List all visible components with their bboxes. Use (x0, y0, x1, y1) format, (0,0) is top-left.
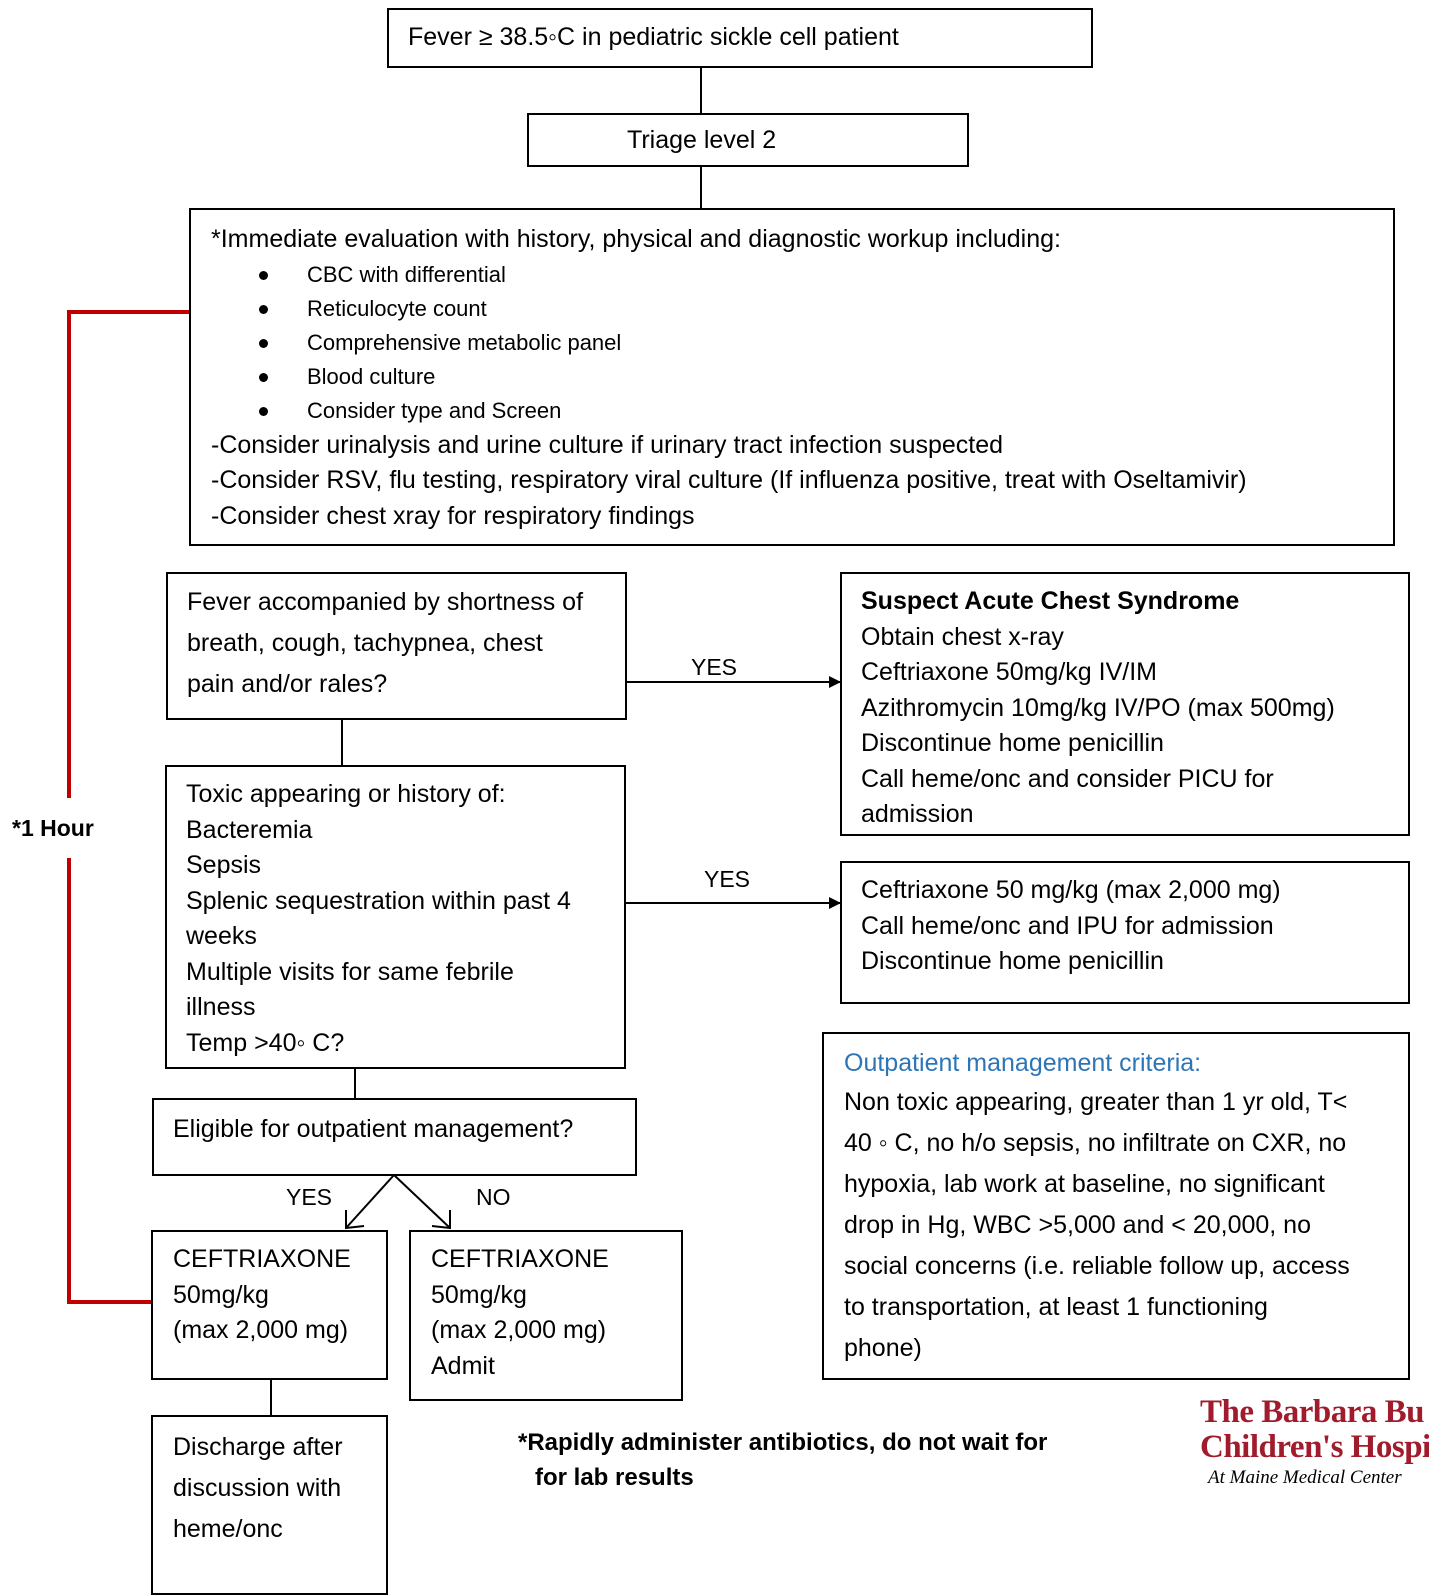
connector-toxic-eligible (354, 1068, 356, 1098)
hour-bracket-vertical-lower (67, 858, 71, 1304)
eligible-text: Eligible for outpatient management? (173, 1115, 574, 1143)
footnote: *Rapidly administer antibiotics, do not … (518, 1425, 1047, 1495)
resp-question-line: pain and/or rales? (187, 670, 388, 698)
connector-resp-toxic (341, 719, 343, 766)
workup-bullets: CBC with differential Reticulocyte count… (211, 258, 1383, 428)
criteria-line: phone) (844, 1333, 922, 1362)
workup-line: -Consider urinalysis and urine culture i… (211, 430, 1004, 459)
outpatient-rx-line: CEFTRIAXONE (173, 1245, 351, 1273)
eligible-box: Eligible for outpatient management? (152, 1098, 637, 1176)
criteria-line: hypoxia, lab work at baseline, no signif… (844, 1169, 1325, 1198)
toxic-line: illness (186, 993, 256, 1021)
acs-line: Obtain chest x-ray (861, 622, 1064, 651)
criteria-line: to transportation, at least 1 functionin… (844, 1292, 1268, 1321)
triage-box: Triage level 2 (527, 113, 969, 167)
resp-question-box: Fever accompanied by shortness of breath… (166, 572, 627, 720)
discharge-line: heme/onc (173, 1515, 283, 1543)
toxic-action-line: Discontinue home penicillin (861, 947, 1164, 975)
admit-rx-line: Admit (431, 1351, 495, 1380)
acs-line: Ceftriaxone 50mg/kg IV/IM (861, 658, 1157, 686)
logo-line: The Barbara Bu (1200, 1395, 1425, 1430)
yes-label-toxic: YES (704, 866, 751, 892)
start-box: Fever ≥ 38.5◦C in pediatric sickle cell … (387, 8, 1093, 68)
discharge-line: Discharge after (173, 1433, 343, 1461)
no-label-eligible: NO (476, 1184, 511, 1210)
resp-question-line: breath, cough, tachypnea, chest (187, 629, 543, 657)
hour-label: *1 Hour (12, 815, 94, 841)
acs-line: Call heme/onc and consider PICU for (861, 764, 1274, 793)
toxic-line: Bacteremia (186, 815, 313, 844)
toxic-question-box: Toxic appearing or history of: Bacteremi… (165, 765, 626, 1069)
acs-box: Suspect Acute Chest Syndrome Obtain ches… (840, 572, 1410, 836)
yes-label-resp: YES (691, 654, 738, 680)
workup-box: *Immediate evaluation with history, phys… (189, 208, 1395, 546)
hospital-logo: The Barbara Bu Children's Hospit At Main… (1200, 1395, 1429, 1495)
admit-rx-line: CEFTRIAXONE (431, 1245, 609, 1273)
list-item: CBC with differential (211, 258, 1383, 292)
criteria-box: Outpatient management criteria: Non toxi… (822, 1032, 1410, 1380)
hour-bracket-bottom (67, 1300, 153, 1304)
arrow-eligible-yes (345, 1174, 395, 1230)
workup-line: -Consider RSV, flu testing, respiratory … (211, 466, 1247, 494)
connector-start-triage (700, 67, 702, 113)
toxic-line: Sepsis (186, 851, 262, 879)
toxic-action-line: Call heme/onc and IPU for admission (861, 911, 1274, 940)
connector-triage-workup (700, 166, 702, 208)
toxic-action-box: Ceftriaxone 50 mg/kg (max 2,000 mg) Call… (840, 861, 1410, 1004)
admit-rx-box: CEFTRIAXONE 50mg/kg (max 2,000 mg) Admit (409, 1230, 683, 1401)
toxic-line: Multiple visits for same febrile (186, 957, 514, 986)
criteria-line: Non toxic appearing, greater than 1 yr o… (844, 1087, 1348, 1116)
logo-line: At Maine Medical Center (1208, 1467, 1402, 1488)
list-item: Consider type and Screen (211, 394, 1383, 428)
criteria-line: 40 ◦ C, no h/o sepsis, no infiltrate on … (844, 1128, 1347, 1157)
list-item: Reticulocyte count (211, 292, 1383, 326)
discharge-line: discussion with (173, 1474, 342, 1502)
toxic-line: weeks (186, 922, 257, 950)
resp-question-line: Fever accompanied by shortness of (187, 588, 584, 616)
workup-intro: *Immediate evaluation with history, phys… (211, 225, 1061, 253)
acs-title: Suspect Acute Chest Syndrome (861, 587, 1240, 615)
logo-line: Children's Hospit (1200, 1429, 1429, 1465)
connector-outpatient-discharge (270, 1379, 272, 1416)
criteria-heading: Outpatient management criteria: (844, 1049, 1202, 1077)
acs-line: admission (861, 800, 974, 828)
admit-rx-line: 50mg/kg (431, 1280, 527, 1309)
criteria-line: social concerns (i.e. reliable follow up… (844, 1251, 1350, 1280)
outpatient-rx-line: (max 2,000 mg) (173, 1316, 349, 1344)
toxic-line: Temp >40◦ C? (186, 1028, 345, 1057)
hour-bracket-vertical-upper (67, 310, 71, 798)
discharge-box: Discharge after discussion with heme/onc (151, 1415, 388, 1595)
yes-label-eligible: YES (286, 1184, 333, 1210)
outpatient-rx-line: 50mg/kg (173, 1280, 269, 1309)
toxic-line: Toxic appearing or history of: (186, 780, 506, 808)
workup-line: -Consider chest xray for respiratory fin… (211, 501, 695, 530)
acs-line: Discontinue home penicillin (861, 729, 1164, 757)
outpatient-rx-box: CEFTRIAXONE 50mg/kg (max 2,000 mg) (151, 1230, 388, 1380)
triage-text: Triage level 2 (627, 126, 777, 154)
acs-line: Azithromycin 10mg/kg IV/PO (max 500mg) (861, 693, 1335, 722)
footnote-line: for lab results (535, 1464, 694, 1491)
list-item: Blood culture (211, 360, 1383, 394)
toxic-action-line: Ceftriaxone 50 mg/kg (max 2,000 mg) (861, 876, 1281, 904)
admit-rx-line: (max 2,000 mg) (431, 1316, 607, 1344)
hour-bracket-top (67, 310, 190, 314)
list-item: Comprehensive metabolic panel (211, 326, 1383, 360)
toxic-line: Splenic sequestration within past 4 (186, 886, 571, 915)
footnote-line: *Rapidly administer antibiotics, do not … (518, 1429, 1048, 1456)
criteria-line: drop in Hg, WBC >5,000 and < 20,000, no (844, 1210, 1311, 1239)
arrow-eligible-no (393, 1174, 451, 1230)
start-text: Fever ≥ 38.5◦C in pediatric sickle cell … (408, 23, 899, 51)
